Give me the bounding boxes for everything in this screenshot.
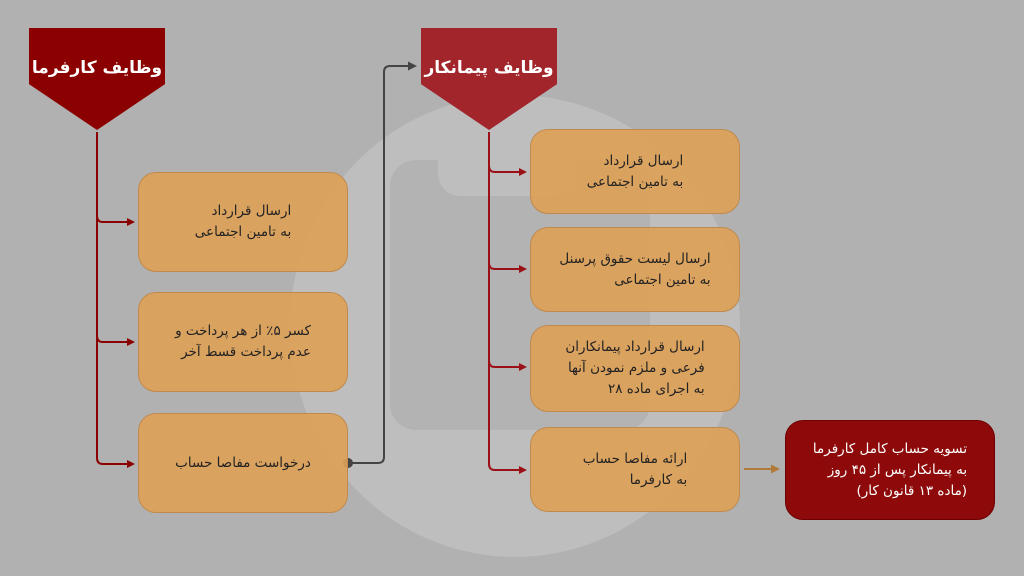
employer-step-send-contract: ارسال قرارداد به تامین اجتماعی bbox=[138, 172, 348, 272]
step-label: ارسال قرارداد به تامین اجتماعی bbox=[586, 152, 684, 190]
step-label: ارسال قرارداد به تامین اجتماعی bbox=[194, 203, 292, 240]
employer-trunk bbox=[96, 132, 135, 468]
handoff-connector bbox=[348, 61, 417, 464]
employer-step-request-clearance: درخواست مفاصا حساب bbox=[138, 413, 348, 513]
employer-step-deduct-5-percent: کسر ۵٪ از هر پرداخت و عدم پرداخت قسط آخر bbox=[138, 292, 348, 392]
contractor-step-subcontractor-contracts: ارسال قرارداد پیمانکاران فرعی و ملزم نمو… bbox=[530, 325, 740, 412]
contractor-step-send-payroll: ارسال لیست حقوق پرسنل به تامین اجتماعی bbox=[530, 227, 740, 312]
employer-banner-title: وظایف کارفرما bbox=[31, 58, 163, 78]
contractor-step-provide-clearance: ارائه مفاصا حساب به کارفرما bbox=[530, 427, 740, 512]
final-settlement-label: تسویه حساب کامل کارفرما به پیمانکار پس ا… bbox=[812, 440, 968, 499]
step-label: کسر ۵٪ از هر پرداخت و عدم پرداخت قسط آخر bbox=[175, 323, 311, 360]
step-label: ارسال قرارداد پیمانکاران فرعی و ملزم نمو… bbox=[565, 339, 705, 397]
step-label: ارائه مفاصا حساب به کارفرما bbox=[582, 450, 688, 488]
step-label: درخواست مفاصا حساب bbox=[175, 454, 311, 471]
final-settlement-box: تسویه حساب کامل کارفرما به پیمانکار پس ا… bbox=[785, 420, 995, 520]
contractor-trunk bbox=[488, 132, 527, 474]
contractor-step-send-contract: ارسال قرارداد به تامین اجتماعی bbox=[530, 129, 740, 214]
step-label: ارسال لیست حقوق پرسنل به تامین اجتماعی bbox=[559, 250, 711, 288]
contractor-banner-title: وظایف پیمانکار bbox=[424, 58, 554, 78]
